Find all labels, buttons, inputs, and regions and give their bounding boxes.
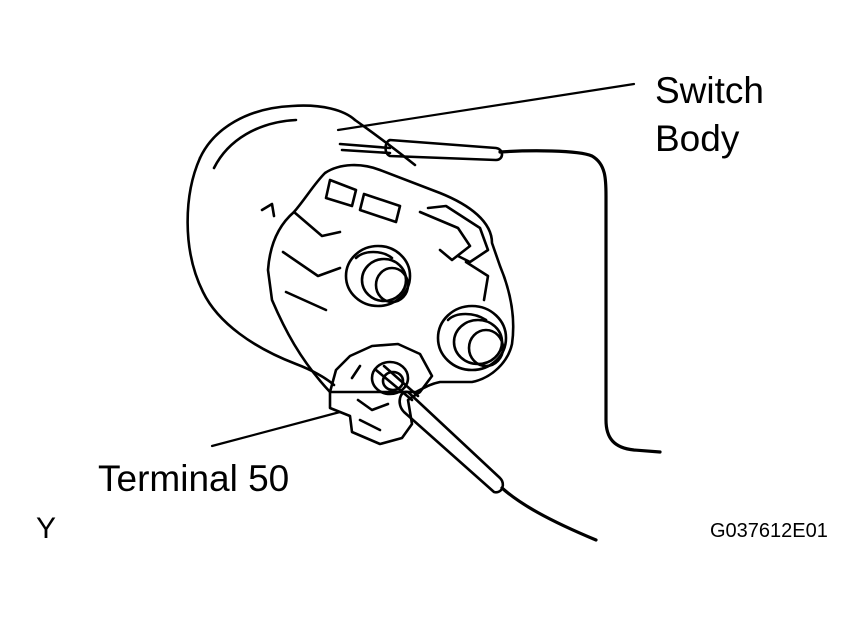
terminal-50-label: Terminal 50 (98, 458, 290, 499)
leader-switch-body (336, 82, 636, 132)
housing-rib-left (281, 210, 342, 312)
probe-tip-50 (374, 364, 420, 402)
housing-rib-top (324, 178, 402, 224)
terminal-stud-upper (344, 244, 412, 308)
probe-tip (338, 142, 392, 155)
probe-cable (498, 149, 662, 454)
view-letter-label: Y (36, 512, 57, 545)
probe-terminal-50 (374, 364, 598, 542)
body-inner-rim (212, 118, 298, 170)
figure-code-label: G037612E01 (710, 520, 828, 542)
terminal-stud-lower (436, 304, 508, 372)
terminal-housing (260, 163, 515, 394)
probe-handle-50 (398, 390, 505, 494)
housing-outline (266, 163, 515, 394)
housing-rib-right (418, 210, 490, 302)
leader-lines (210, 82, 636, 448)
probe-cable-50 (500, 486, 598, 542)
switch-body-label: Switch Body (655, 72, 764, 168)
switch-body-label-line1: Switch (655, 70, 764, 111)
leader-terminal-50 (210, 410, 342, 448)
probe-switch-body (338, 138, 662, 454)
body-top-edge (353, 118, 417, 167)
probe-handle (384, 138, 504, 162)
housing-bracket-top (426, 204, 490, 264)
small-tab-mark (260, 202, 276, 218)
switch-body-label-line2: Body (655, 118, 740, 159)
body-back-rim (198, 104, 357, 160)
